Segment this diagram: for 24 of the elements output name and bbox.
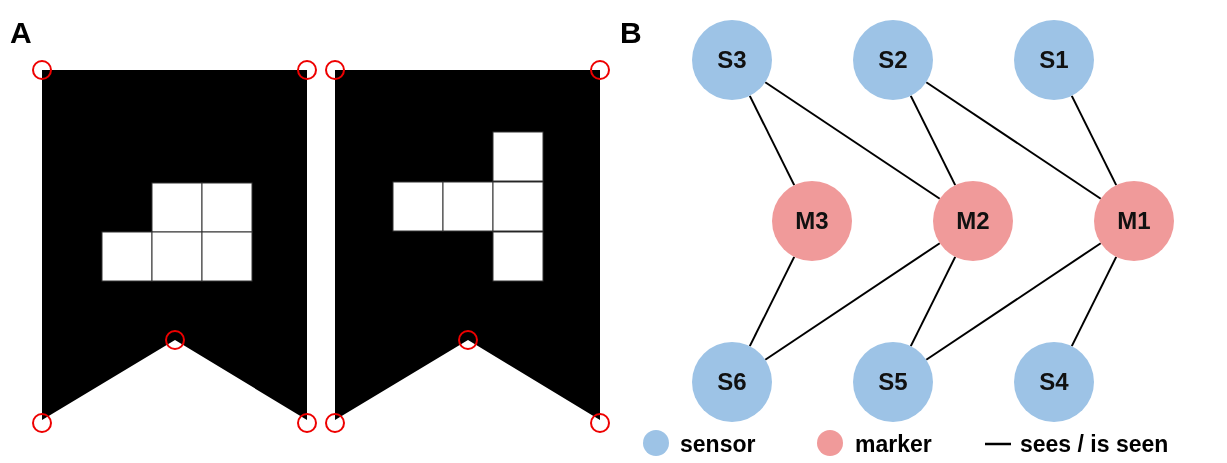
marker-node: M3	[772, 181, 852, 261]
panel-label: A	[10, 18, 32, 48]
connector-line	[1070, 255, 1118, 348]
connector-line	[925, 81, 1102, 200]
sensor-node: S1	[1014, 20, 1094, 100]
connector-line	[909, 94, 957, 187]
connector-line	[748, 255, 796, 348]
sensor-node: S3	[692, 20, 772, 100]
sensor-node: S2	[853, 20, 933, 100]
legend-label: sees / is seen	[1020, 431, 1169, 457]
connector-line	[925, 242, 1102, 361]
sensor-node: S6	[692, 342, 772, 422]
connector-line	[764, 242, 941, 361]
legend-label: marker	[855, 431, 932, 457]
legend-label: sensor	[680, 431, 756, 457]
connector-line	[748, 94, 796, 187]
sensor-node: S4	[1014, 342, 1094, 422]
marker-node: M2	[933, 181, 1013, 261]
sensor-node: S5	[853, 342, 933, 422]
marker-node: M1	[1094, 181, 1174, 261]
connector-line	[764, 81, 941, 200]
connector-line	[1070, 94, 1118, 187]
connector-line	[909, 255, 957, 348]
panel-label: B	[620, 18, 642, 48]
